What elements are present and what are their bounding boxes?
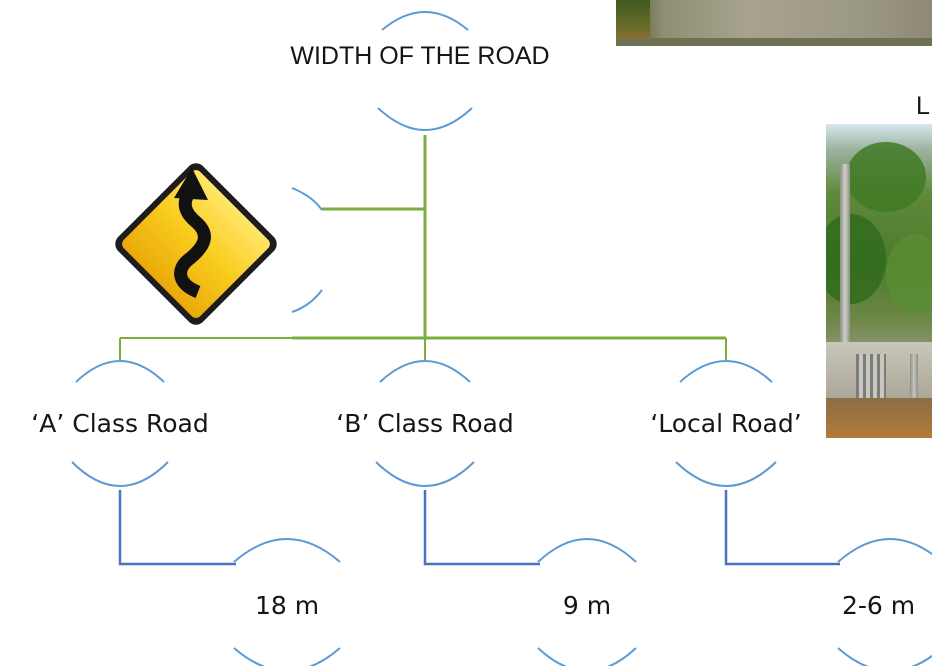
class-b-width-value: 9 m (562, 591, 612, 620)
class-a-road-label: ‘A’ Class Road (31, 409, 209, 438)
class-b-road-label: ‘B’ Class Road (336, 409, 514, 438)
class-node-arcs (71, 360, 777, 487)
sign-arc-top (291, 187, 323, 211)
root-node-title: WIDTH OF THE ROAD (290, 42, 550, 70)
road-photo (616, 0, 932, 46)
width-node-arcs (233, 538, 932, 666)
green-connectors (119, 135, 727, 360)
title-arc-top (381, 11, 469, 31)
sign-arc-bottom (291, 289, 323, 313)
local-road-label: ‘Local Road’ (650, 409, 802, 438)
class-a-width-value: 18 m (254, 591, 320, 620)
local-road-photo (826, 124, 932, 438)
blue-connectors (118, 490, 840, 566)
local-road-width-value: 2-6 m (842, 591, 916, 620)
cut-off-label: L (916, 92, 930, 120)
title-arc-bottom (377, 107, 473, 131)
winding-road-warning-sign-icon (115, 163, 277, 325)
